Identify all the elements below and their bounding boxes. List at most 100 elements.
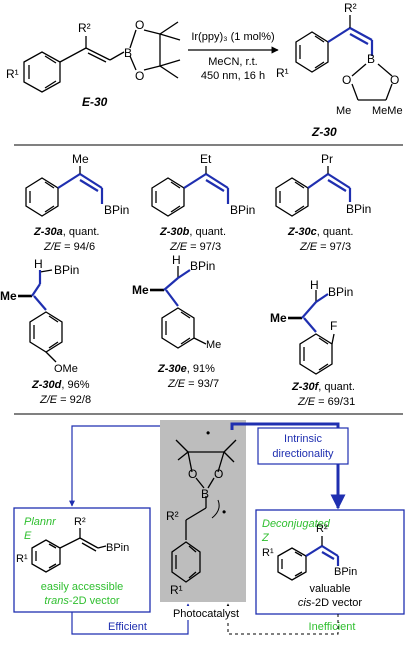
product-e-aryl-sub: Me — [206, 339, 221, 351]
center-r2: R² — [166, 509, 179, 523]
center-radical-top: • — [206, 426, 210, 440]
product-c-bpin: BPin — [346, 202, 371, 216]
z30-meme: MeMe — [372, 105, 403, 117]
e30-alkene — [85, 47, 111, 61]
deconjugated-r2: R² — [316, 523, 328, 535]
svg-text:Z-30d, 96%: Z-30d, 96% — [31, 379, 90, 391]
z30-benzene — [295, 31, 329, 73]
deconjugated-desc-2: cis-2D vector — [298, 597, 363, 609]
intrinsic-line-2: directionality — [272, 448, 334, 460]
e30-bond — [59, 47, 87, 63]
planar-e-structure — [31, 528, 107, 573]
svg-text:Z/E = 97/3: Z/E = 97/3 — [169, 241, 221, 253]
product-z30d: H BPin Me OMe Z-30d, 96% Z/E = 92/8 — [0, 257, 91, 406]
svg-text:Z/E = 92/8: Z/E = 92/8 — [39, 394, 91, 406]
product-a-yield: , quant. — [63, 226, 100, 238]
z30-r2: R² — [344, 1, 357, 15]
product-f-aryl-sub: F — [330, 319, 337, 333]
header-reaction: R² R¹ B O O E-30 Ir(ppy)₃ (1 mol%) MeCN,… — [6, 1, 403, 139]
svg-text:Z-30f, quant.: Z-30f, quant. — [291, 381, 355, 393]
photocatalyst-label: Photocatalyst — [173, 608, 239, 620]
z30-r1: R¹ — [276, 66, 289, 80]
center-radical-arrow — [211, 499, 220, 519]
product-a-label: Z-30a — [33, 226, 63, 238]
product-e-bpin: BPin — [190, 259, 215, 273]
product-d-yield: , 96% — [61, 379, 89, 391]
product-a-substituent: Me — [72, 152, 89, 166]
product-z30a: Me BPin Z-30a, quant. Z/E = 94/6 — [25, 152, 129, 253]
product-b-bpin: BPin — [230, 203, 255, 217]
planar-r2: R² — [74, 516, 86, 528]
product-a-bpin: BPin — [104, 203, 129, 217]
product-c-substituent: Pr — [321, 152, 333, 166]
product-z30f: H BPin Me F Z-30f, quant. Z/E = 69/31 — [270, 278, 355, 408]
z30-oxygen-right: O — [390, 73, 399, 87]
e30-r1: R¹ — [6, 67, 19, 81]
return-arrow-left — [69, 425, 160, 507]
efficient-label: Efficient — [108, 621, 147, 633]
deconjugated-z-box — [255, 509, 405, 615]
e30-alkene-2 — [87, 52, 107, 63]
e30-b-bond — [109, 51, 125, 61]
product-f-h: H — [310, 278, 319, 292]
planar-subtitle: E — [24, 530, 32, 542]
product-e-ratio-label: Z/E — [167, 378, 186, 390]
planar-desc-2: trans-2D vector — [44, 595, 120, 607]
e30-r2: R² — [78, 21, 91, 35]
product-d-ratio-label: Z/E — [39, 394, 58, 406]
product-z30e: H BPin Me Me Z-30e, 91% Z/E = 93/7 — [132, 253, 221, 390]
product-e-ratio: = 93/7 — [185, 378, 219, 390]
product-e-h: H — [172, 253, 181, 267]
deconjugated-z-structure — [277, 536, 340, 581]
product-d-bpin: BPin — [54, 263, 79, 277]
z30-me: Me — [336, 105, 351, 117]
z30-boron: B — [367, 52, 375, 66]
z30-label: Z-30 — [311, 125, 337, 139]
product-b-substituent: Et — [200, 152, 212, 166]
e30-benzene — [23, 51, 61, 93]
svg-text:Z-30a, quant.: Z-30a, quant. — [33, 226, 99, 238]
svg-text:Z-30e, 91%: Z-30e, 91% — [157, 363, 215, 375]
planar-title: Plannr — [24, 516, 57, 528]
product-e-substituent: Me — [132, 283, 149, 297]
product-b-ratio: = 97/3 — [187, 241, 221, 253]
center-intermediate-box — [160, 420, 246, 602]
intrinsic-directionality-arrow — [230, 422, 346, 510]
product-f-label: Z-30f — [291, 381, 320, 393]
reagent-line-1: Ir(ppy)₃ (1 mol%) — [191, 31, 274, 43]
deconjugated-subtitle: Z — [261, 532, 270, 544]
intrinsic-line-1: Intrinsic — [284, 433, 322, 445]
svg-text:Z/E = 69/31: Z/E = 69/31 — [297, 396, 355, 408]
product-b-yield: , quant. — [189, 226, 226, 238]
svg-text:Z/E = 93/7: Z/E = 93/7 — [167, 378, 219, 390]
deconjugated-r1: R¹ — [262, 547, 274, 559]
z30-alkene-2 — [349, 33, 369, 45]
svg-text:Z/E = 97/3: Z/E = 97/3 — [299, 241, 351, 253]
svg-text:Z-30b, quant.: Z-30b, quant. — [159, 226, 226, 238]
reagent-line-3: 450 nm, 16 h — [201, 70, 265, 82]
e30-oxygen-bottom: O — [135, 69, 144, 83]
deconjugated-desc-1: valuable — [310, 583, 351, 595]
product-z30b: Et BPin Z-30b, quant. Z/E = 97/3 — [151, 152, 255, 253]
product-z30c: Pr BPin Z-30c, quant. Z/E = 97/3 — [275, 152, 371, 253]
center-intermediate: • O O B R² • R¹ — [166, 426, 237, 597]
center-radical: • — [222, 505, 226, 519]
e30-pinacol — [129, 21, 181, 79]
product-d-label: Z-30d — [31, 379, 62, 391]
svg-text:Z-30c, quant.: Z-30c, quant. — [287, 226, 353, 238]
z30-alkene — [349, 27, 373, 41]
product-e-yield: , 91% — [187, 363, 215, 375]
product-d-h: H — [34, 257, 43, 271]
deconjugated-title: Deconjugated — [262, 518, 331, 530]
planar-e-box — [13, 507, 151, 613]
product-f-bpin: BPin — [328, 285, 353, 299]
product-d-substituent: Me — [0, 289, 17, 303]
reagent-line-2: MeCN, r.t. — [208, 56, 258, 68]
product-c-yield: , quant. — [317, 226, 354, 238]
inefficient-label: Inefficient — [309, 621, 356, 633]
z30-pinacol — [351, 63, 393, 101]
product-b-ratio-label: Z/E — [169, 241, 188, 253]
planar-bpin: BPin — [106, 542, 129, 554]
center-r1: R¹ — [170, 583, 183, 597]
